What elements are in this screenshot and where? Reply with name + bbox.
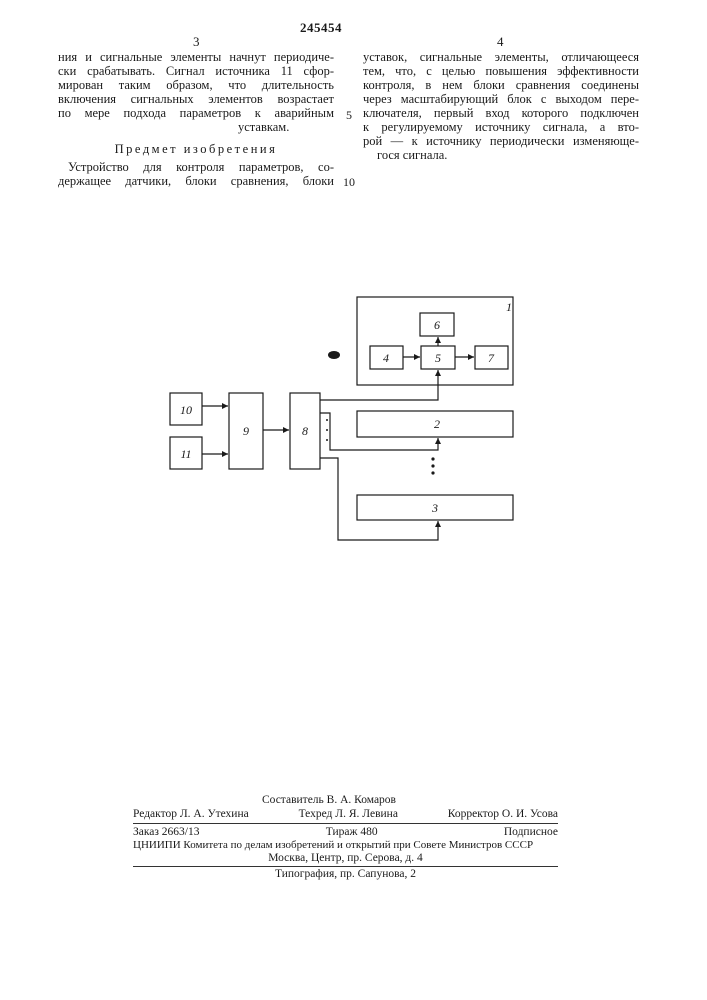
block-3-label: 3 [431, 501, 438, 515]
block-1-label: 1 [506, 300, 512, 314]
address-line: Москва, Центр, пр. Серова, д. 4 [133, 852, 558, 865]
arrow-8-2 [320, 413, 438, 450]
editor: Редактор Л. А. Утехина [133, 808, 249, 821]
compiler-line: Составитель В. А. Комаров [262, 794, 396, 807]
block-8-label: 8 [302, 424, 308, 438]
block-11-label: 11 [180, 447, 191, 461]
divider [133, 866, 558, 867]
divider [133, 823, 558, 824]
block-4-label: 4 [383, 351, 389, 365]
block-9-label: 9 [243, 424, 249, 438]
block-7-label: 7 [488, 351, 495, 365]
block-2-label: 2 [434, 417, 440, 431]
printing-house: Типография, пр. Сапунова, 2 [133, 868, 558, 881]
block-1-frame [357, 297, 513, 385]
block-10-label: 10 [180, 403, 192, 417]
ellipsis-dots-vertical [326, 419, 435, 475]
circulation: Тираж 480 [326, 826, 378, 839]
subscription: Подписное [504, 826, 558, 839]
block-5-label: 5 [435, 351, 441, 365]
organization-line: ЦНИИПИ Комитета по делам изобретений и о… [133, 839, 558, 852]
ink-blot [328, 351, 340, 359]
techred: Техред Л. Я. Левина [299, 808, 398, 821]
print-info-row: Заказ 2663/13 Тираж 480 Подписное [133, 826, 558, 839]
block-6-label: 6 [434, 318, 440, 332]
corrector: Корректор О. И. Усова [448, 808, 558, 821]
arrow-8-3 [320, 458, 438, 540]
order-number: Заказ 2663/13 [133, 826, 200, 839]
credits-row: Редактор Л. А. Утехина Техред Л. Я. Леви… [133, 808, 558, 821]
